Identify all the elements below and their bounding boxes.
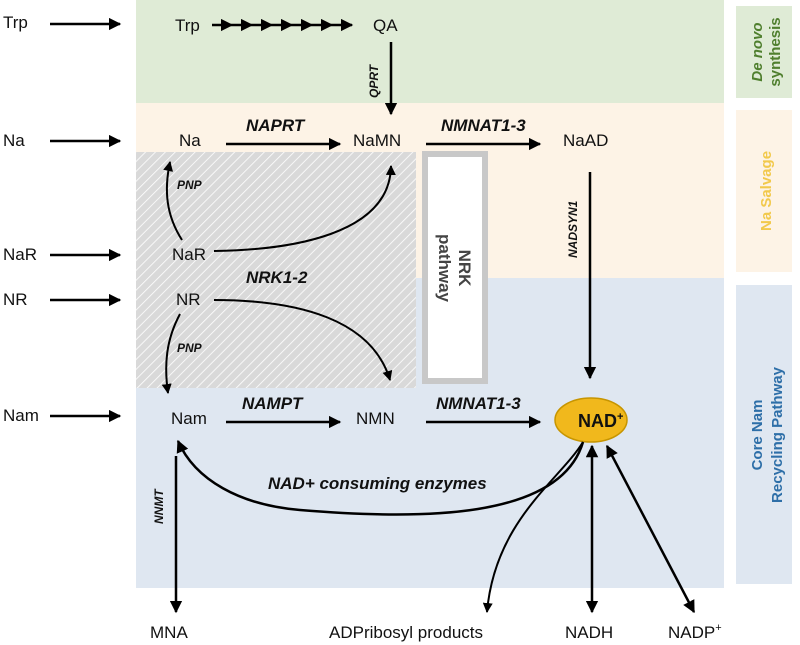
metabolite-naad: NaAD: [563, 131, 608, 150]
pnp-top-arrow: [163, 161, 183, 241]
nrk-pathway-label-2: pathway: [435, 234, 454, 303]
enzyme-qprt: QPRT: [367, 63, 381, 98]
enzyme-nampt: NAMPT: [242, 394, 304, 413]
nad-to-adpribosyl-arrow: [482, 441, 584, 613]
core-side-label-2: Recycling Pathway: [769, 366, 786, 503]
metabolite-namn: NaMN: [353, 131, 401, 150]
nrk-pathway-box: [422, 151, 488, 384]
metabolite-nar: NaR: [172, 245, 206, 264]
nad-node-label: NAD+: [578, 411, 623, 431]
pnp-bottom-arrow: [161, 313, 181, 394]
denovo-region: [136, 0, 724, 103]
denovo-side-label-2: synthesis: [767, 17, 784, 86]
source-na-label: Na: [3, 131, 25, 150]
enzyme-nadsyn1: NADSYN1: [566, 200, 580, 258]
product-mna: MNA: [150, 623, 188, 642]
metabolite-qa: QA: [373, 16, 398, 35]
nad-nadp-arrow: [605, 444, 696, 614]
hatched-region-salvage: [136, 152, 416, 278]
source-nar-label: NaR: [3, 245, 37, 264]
enzyme-nmnat-bottom: NMNAT1-3: [436, 394, 521, 413]
metabolite-na: Na: [179, 131, 201, 150]
product-adpribosyl: ADPribosyl products: [329, 623, 483, 642]
na-salvage-side-box: [730, 104, 798, 278]
product-nadp: NADP+: [668, 622, 722, 642]
core-side-label-1: Core Nam: [749, 400, 766, 471]
source-trp-label: Trp: [3, 13, 28, 32]
denovo-side-box: [730, 0, 798, 104]
enzyme-pnp-top: PNP: [177, 178, 203, 192]
source-nr-label: NR: [3, 290, 28, 309]
nr-to-nmn-arrow: [213, 299, 393, 381]
enzyme-nnmt: NNMT: [152, 488, 166, 524]
nar-to-namn-arrow: [213, 165, 396, 252]
nrk-pathway-label-1: NRK: [455, 250, 474, 288]
denovo-side-label-1: De novo: [749, 22, 766, 81]
enzyme-naprt: NAPRT: [246, 116, 306, 135]
nad-node: [554, 397, 628, 443]
metabolite-nmn: NMN: [356, 409, 395, 428]
hatched-region-core: [136, 278, 416, 388]
enzyme-pnp-bottom: PNP: [177, 341, 203, 355]
na-salvage-side-label: Na Salvage: [758, 151, 775, 231]
core-side-box: [730, 279, 798, 590]
product-nadh: NADH: [565, 623, 613, 642]
source-nam-label: Nam: [3, 406, 39, 425]
enzyme-nrk12: NRK1-2: [246, 268, 308, 287]
enzyme-nmnat-top: NMNAT1-3: [441, 116, 526, 135]
metabolite-nam: Nam: [171, 409, 207, 428]
enzyme-consuming: NAD+ consuming enzymes: [268, 474, 487, 493]
metabolite-trp: Trp: [175, 16, 200, 35]
metabolite-nr: NR: [176, 290, 201, 309]
